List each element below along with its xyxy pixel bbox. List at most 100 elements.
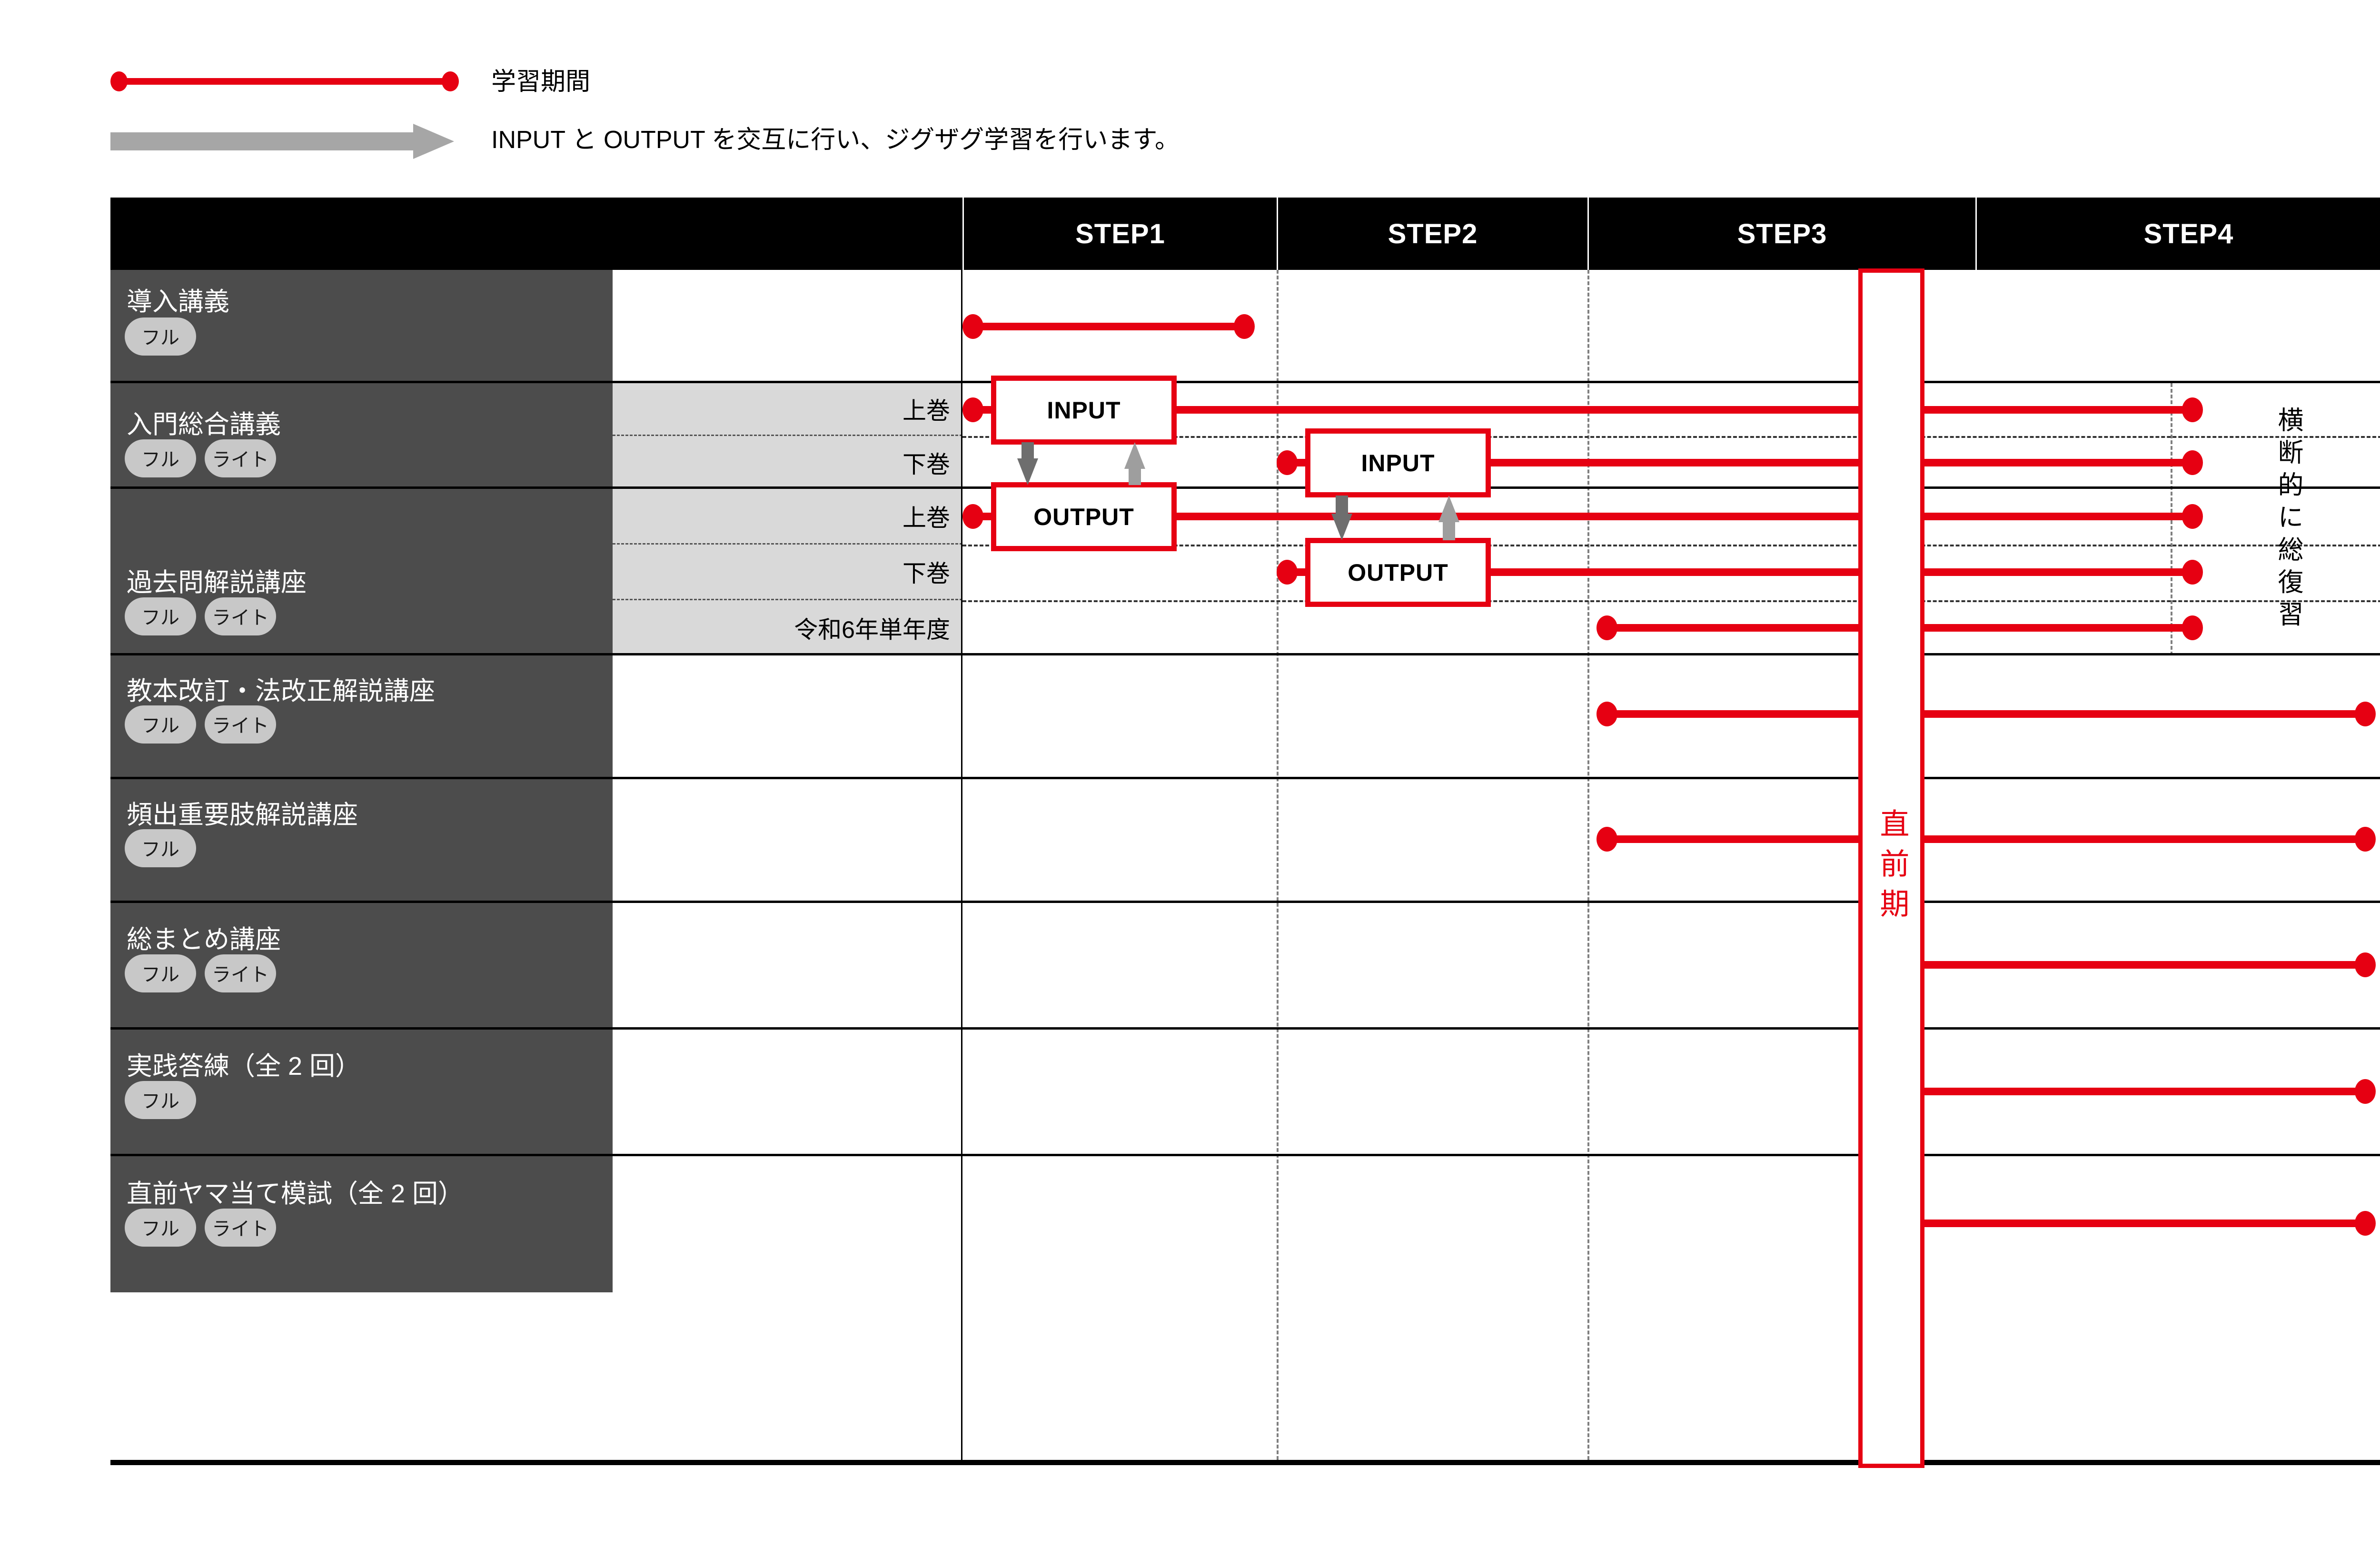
chokuzenki-box[interactable]: 直前期 (1858, 268, 1924, 1468)
grid-hline-r5 (613, 901, 2380, 903)
tag-full: フル (125, 829, 196, 867)
bar-chokuzen-moshi (1924, 1220, 2369, 1227)
tag-light: ライト (205, 705, 276, 744)
row-label-hinshutsu[interactable]: 頻出重要肢解説講座 フル (110, 779, 613, 903)
tag-full: フル (125, 705, 196, 744)
row-tags: フル ライト (125, 954, 276, 992)
row-tags: フル (125, 317, 196, 356)
bar-dot-end-somatome (2355, 952, 2376, 977)
zigzag-arrow-down-step2 (1331, 496, 1352, 540)
bar-dot-end-intro (1234, 314, 1255, 339)
grid-hline-r3 (613, 653, 2380, 655)
row-title: 教本改訂・法改正解説講座 (127, 677, 435, 705)
grid-hline-r4 (613, 777, 2380, 779)
row-title: 総まとめ講座 (127, 925, 281, 954)
grid-hdash-kakomon-1 (962, 545, 2380, 546)
row-label-intro[interactable]: 導入講義 フル (110, 270, 613, 383)
bar-hinshutsu (1607, 835, 2369, 843)
bar-dot-end-nyumon-gekan (2182, 450, 2203, 475)
bar-jissen (1924, 1088, 2369, 1095)
bar-dot-end-nyumon-jokan (2182, 397, 2203, 422)
grid-hdash-nyumon (962, 436, 2380, 438)
row-tags: フル ライト (125, 1209, 276, 1247)
row-tags: フル ライト (125, 439, 276, 477)
sublabel-nyumon-gekan[interactable]: 下巻 (613, 436, 962, 489)
row-tags: フル (125, 1081, 196, 1119)
tag-full: フル (125, 954, 196, 992)
zigzag-arrow-up-step1 (1124, 442, 1145, 485)
oudanteki-review-text: 横断的に総復習 (2274, 407, 2302, 633)
grid-hline-r6 (613, 1027, 2380, 1030)
bar-dot-start-kakomon-jokan (962, 504, 983, 529)
sublabel-kakomon-reiwa6[interactable]: 令和6年単年度 (613, 600, 962, 655)
row-title: 頻出重要肢解説講座 (127, 801, 358, 829)
table-body: 導入講義 フル 入門総合講義 フル ライト 過去問解説講座 フル ライト 教本改… (110, 268, 2380, 1468)
legend-label-study-period: 学習期間 (491, 68, 591, 96)
bar-dot-end-hinshutsu (2355, 827, 2376, 852)
row-title: 過去問解説講座 (127, 568, 307, 597)
bar-somatome (1924, 961, 2369, 969)
bar-kakomon-gekan (1284, 568, 2202, 576)
bar-dot-start-nyumon-gekan (1277, 450, 1298, 475)
grid-hline-r7 (613, 1154, 2380, 1156)
tag-full: フル (125, 317, 196, 356)
row-tags: フル (125, 829, 196, 867)
tag-full: フル (125, 597, 196, 635)
row-tags: フル ライト (125, 705, 276, 744)
row-label-somatome[interactable]: 総まとめ講座 フル ライト (110, 903, 613, 1030)
grid-hdash-kakomon-2 (962, 600, 2380, 602)
grid-vdash-step1-step2 (1277, 270, 1279, 1460)
sublabel-kakomon-gekan[interactable]: 下巻 (613, 545, 962, 600)
header-step4[interactable]: STEP4 (2143, 218, 2234, 249)
legend-label-zigzag: INPUT と OUTPUT を交互に行い、ジグザグ学習を行います。 (491, 126, 1180, 154)
bar-dot-start-intro (962, 314, 983, 339)
table-header-row: STEP1 STEP2 STEP3 STEP4 11月 (110, 198, 2380, 270)
chokuzenki-text: 直前期 (1875, 808, 1908, 928)
header-step3[interactable]: STEP3 (1737, 218, 1827, 249)
io-box-output-step1[interactable]: OUTPUT (991, 482, 1177, 551)
bar-dot-start-hinshutsu (1597, 827, 1617, 852)
bar-dot-end-jissen (2355, 1079, 2376, 1104)
bar-nyumon-gekan (1284, 459, 2202, 466)
row-label-kakomon[interactable]: 過去問解説講座 フル ライト (110, 489, 613, 655)
tag-full: フル (125, 439, 196, 477)
zigzag-arrow-up-step2 (1438, 496, 1459, 540)
row-title: 導入講義 (127, 288, 229, 316)
io-box-output-step2[interactable]: OUTPUT (1305, 538, 1491, 607)
tag-light: ライト (205, 439, 276, 477)
bar-dot-start-kyohon (1597, 702, 1617, 726)
bar-dot-end-kyohon (2355, 702, 2376, 726)
row-label-chokuzen-moshi[interactable]: 直前ヤマ当て模試（全 2 回） フル ライト (110, 1156, 613, 1292)
tag-full: フル (125, 1209, 196, 1247)
legend: 学習期間 INPUT と OUTPUT を交互に行い、ジグザグ学習を行います。 (110, 68, 1348, 181)
grid-hline-r1 (613, 381, 2380, 383)
grid-vdash-step2-step3 (1587, 270, 1589, 1460)
schedule-table: STEP1 STEP2 STEP3 STEP4 11月 導入講義 フル 入門総合… (110, 198, 2380, 1468)
bar-dot-start-nyumon-jokan (962, 397, 983, 422)
sublabel-kakomon-jokan[interactable]: 上巻 (613, 489, 962, 545)
row-label-nyumon[interactable]: 入門総合講義 フル ライト (110, 383, 613, 489)
tag-light: ライト (205, 1209, 276, 1247)
row-title: 入門総合講義 (127, 410, 281, 439)
sublabel-nyumon-jokan[interactable]: 上巻 (613, 383, 962, 436)
header-step1[interactable]: STEP1 (1075, 218, 1165, 249)
bar-dot-end-chokuzen-moshi (2355, 1211, 2376, 1236)
bar-dot-start-kakomon-reiwa6 (1597, 615, 1617, 640)
tag-full: フル (125, 1081, 196, 1119)
grid-hline-r2 (613, 486, 2380, 489)
io-box-input-step2[interactable]: INPUT (1305, 428, 1491, 497)
header-step2[interactable]: STEP2 (1388, 218, 1478, 249)
row-label-jissen[interactable]: 実践答練（全 2 回） フル (110, 1030, 613, 1156)
header-corner-cell (110, 198, 962, 270)
bar-dot-end-kakomon-gekan (2182, 560, 2203, 585)
bar-dot-end-kakomon-reiwa6 (2182, 615, 2203, 640)
row-tags: フル ライト (125, 597, 276, 635)
bar-intro (970, 323, 1246, 330)
bar-dot-end-kakomon-jokan (2182, 504, 2203, 529)
row-title: 直前ヤマ当て模試（全 2 回） (127, 1180, 464, 1208)
bar-kyohon (1607, 710, 2369, 718)
zigzag-arrow-down-step1 (1017, 442, 1038, 485)
io-box-input-step1[interactable]: INPUT (991, 376, 1177, 445)
row-label-kyohon[interactable]: 教本改訂・法改正解説講座 フル ライト (110, 655, 613, 779)
oudanteki-review-note: 横断的に総復習 (2176, 384, 2380, 655)
